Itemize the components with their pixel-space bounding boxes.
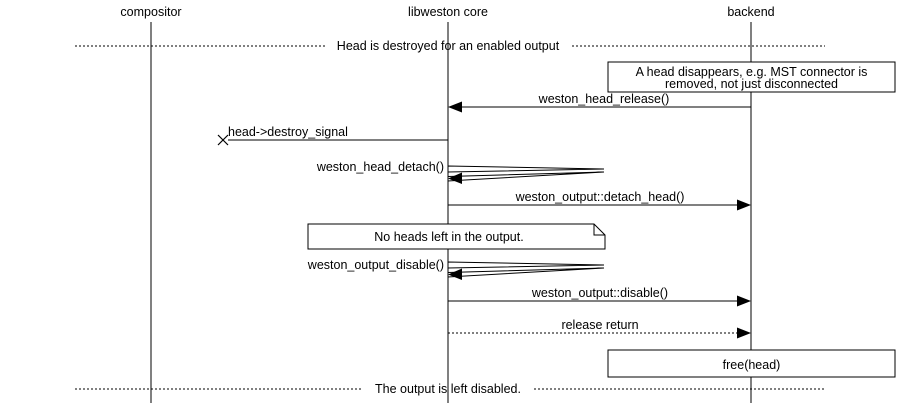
msg-release-return-arrowhead <box>737 327 751 339</box>
divider-top-label: Head is destroyed for an enabled output <box>337 39 560 53</box>
msg-weston-output-disable-label: weston_output::disable() <box>531 286 668 300</box>
actor-label-compositor: compositor <box>120 5 181 19</box>
actor-headers-group: compositor libweston core backend <box>120 5 774 19</box>
msg-release-return: release return <box>448 318 751 339</box>
note-free-head: free(head) <box>607 349 896 378</box>
msg-weston-head-release: weston_head_release() <box>448 92 751 113</box>
destroy-signal-x-icon <box>217 134 229 146</box>
actor-label-libweston-core: libweston core <box>408 5 488 19</box>
msg-weston-output-disable-call-loop <box>447 261 605 269</box>
msg-weston-head-detach: weston_head_detach() <box>316 160 605 184</box>
divider-top: Head is destroyed for an enabled output <box>75 39 825 53</box>
msg-weston-output-disable-call-label: weston_output_disable() <box>307 258 444 272</box>
note-free-head-box <box>607 349 896 378</box>
note-head-disappears-line-1: A head disappears, e.g. MST connector is <box>636 65 868 79</box>
msg-weston-head-detach-loop-lower <box>447 171 605 182</box>
note-no-heads-left-dogear-icon <box>593 224 605 236</box>
msg-release-return-label: release return <box>561 318 638 332</box>
note-no-heads-left: No heads left in the output. <box>307 223 606 250</box>
msg-weston-output-detach-head: weston_output::detach_head() <box>448 190 751 211</box>
msg-weston-output-detach-head-arrowhead <box>737 199 751 211</box>
msg-head-destroy-signal-label: head->destroy_signal <box>228 125 348 139</box>
msg-weston-output-disable-arrowhead <box>737 295 751 307</box>
msg-weston-head-detach-loop <box>447 165 605 173</box>
msg-weston-output-disable-call-arrowhead <box>448 268 462 280</box>
msg-weston-output-detach-head-label: weston_output::detach_head() <box>515 190 685 204</box>
note-head-disappears-box <box>607 61 896 93</box>
msg-weston-head-detach-arrowhead <box>448 172 462 184</box>
divider-bottom-label: The output is left disabled. <box>375 382 521 396</box>
msg-head-destroy-signal: head->destroy_signal <box>217 125 448 146</box>
msg-weston-output-disable-call-loop-lower <box>447 267 605 278</box>
msg-weston-output-disable: weston_output::disable() <box>448 286 751 307</box>
note-head-disappears: A head disappears, e.g. MST connector is… <box>607 61 896 93</box>
msg-weston-output-disable-call: weston_output_disable() <box>307 258 605 280</box>
note-head-disappears-line-2: removed, not just disconnected <box>665 77 838 91</box>
msg-weston-head-release-arrowhead <box>448 101 462 113</box>
actor-label-backend: backend <box>727 5 774 19</box>
note-free-head-label: free(head) <box>723 358 781 372</box>
note-no-heads-left-box <box>307 223 606 250</box>
note-no-heads-left-label: No heads left in the output. <box>374 230 523 244</box>
divider-bottom: The output is left disabled. <box>75 382 825 396</box>
msg-weston-head-detach-label: weston_head_detach() <box>316 160 444 174</box>
msg-weston-head-release-label: weston_head_release() <box>538 92 670 106</box>
